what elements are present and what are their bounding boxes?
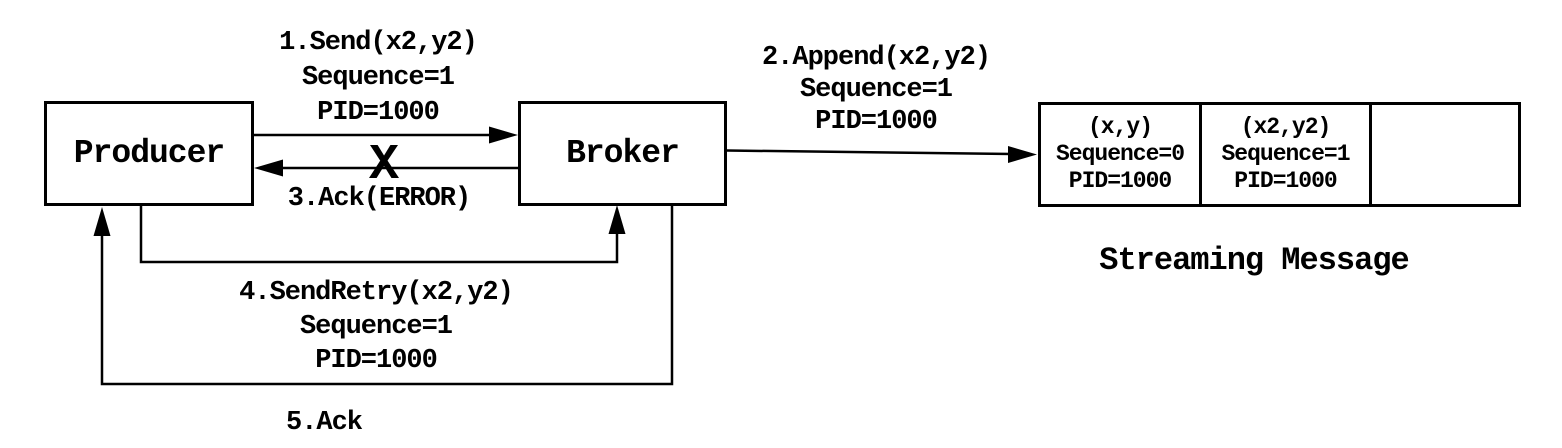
slot-line: (x2,y2) bbox=[1240, 114, 1332, 140]
message-1-send-label: 1.Send(x2,y2) Sequence=1 PID=1000 bbox=[279, 26, 478, 131]
message-5-ack-label: 5.Ack bbox=[285, 408, 363, 438]
stream-slot-2-empty bbox=[1372, 105, 1518, 204]
arrowhead-icon bbox=[93, 207, 111, 236]
streaming-message-table: (x,y) Sequence=0 PID=1000 (x2,y2) Sequen… bbox=[1038, 102, 1521, 207]
arrowhead-icon bbox=[608, 205, 626, 234]
slot-line: PID=1000 bbox=[1234, 168, 1337, 194]
slot-line: Sequence=1 bbox=[1221, 141, 1350, 167]
message-line: 3.Ack(ERROR) bbox=[287, 184, 471, 214]
arrowhead-icon bbox=[254, 159, 283, 177]
message-line: Sequence=1 bbox=[799, 75, 953, 105]
message-2-append-label: 2.Append(x2,y2) Sequence=1 PID=1000 bbox=[761, 42, 991, 138]
message-line: 1.Send(x2,y2) bbox=[279, 28, 478, 58]
message-line: 4.SendRetry(x2,y2) bbox=[239, 278, 514, 308]
producer-node: Producer bbox=[44, 101, 254, 206]
arrowhead-icon bbox=[1008, 146, 1037, 163]
message-line: 5.Ack bbox=[285, 408, 363, 438]
message-line: PID=1000 bbox=[315, 346, 438, 376]
broker-label: Broker bbox=[566, 135, 680, 172]
stream-slot-0: (x,y) Sequence=0 PID=1000 bbox=[1041, 105, 1202, 204]
streaming-message-caption: Streaming Message bbox=[1099, 242, 1409, 279]
message-3-ack-error-label: 3.Ack(ERROR) bbox=[287, 184, 471, 214]
message-line: PID=1000 bbox=[317, 98, 440, 128]
message-line: Sequence=1 bbox=[299, 312, 453, 342]
failure-x-mark: X bbox=[368, 137, 400, 194]
message-line: PID=1000 bbox=[815, 107, 938, 137]
arrowhead-icon bbox=[489, 126, 518, 144]
slot-line: PID=1000 bbox=[1068, 168, 1172, 194]
arrow-2-append bbox=[726, 146, 1037, 163]
message-line: Sequence=1 bbox=[301, 63, 455, 93]
slot-line: (x,y) bbox=[1087, 114, 1153, 140]
slot-line: Sequence=0 bbox=[1055, 141, 1185, 167]
producer-label: Producer bbox=[73, 135, 225, 172]
message-4-send-retry-label: 4.SendRetry(x2,y2) Sequence=1 PID=1000 bbox=[239, 276, 514, 378]
broker-node: Broker bbox=[518, 101, 727, 206]
stream-slot-1: (x2,y2) Sequence=1 PID=1000 bbox=[1202, 105, 1372, 204]
message-line: 2.Append(x2,y2) bbox=[761, 43, 991, 73]
